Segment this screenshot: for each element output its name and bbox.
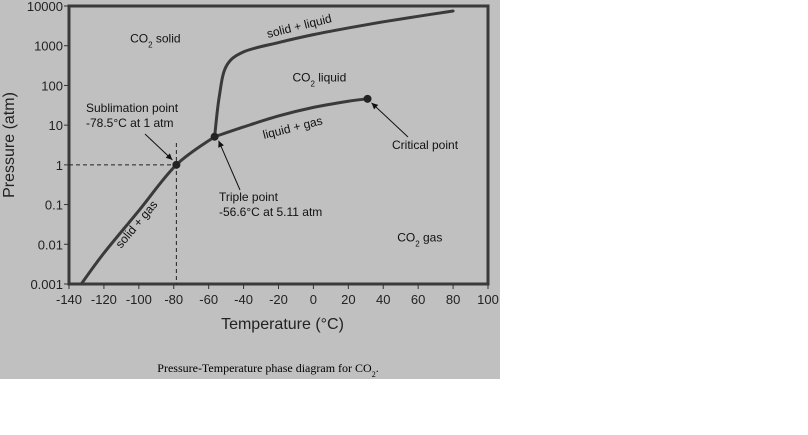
- sublimation-point-value: -78.5°C at 1 atm: [86, 116, 174, 130]
- sublimation-point-arrow-head: [165, 153, 173, 160]
- y-tick-label: 0.01: [38, 237, 63, 252]
- critical-point-marker: [363, 94, 372, 103]
- sublimation-point-label: Sublimation point: [86, 101, 179, 115]
- y-tick-label: 1000: [34, 39, 63, 54]
- region-label: CO2 gas: [397, 230, 442, 248]
- x-tick-label: 80: [446, 292, 460, 307]
- x-axis-label: Temperature (°C): [221, 316, 344, 333]
- curve-solid-gas: [79, 135, 217, 286]
- y-tick-label: 1: [56, 158, 63, 173]
- triple-point-value: -56.6°C at 5.11 atm: [219, 205, 322, 219]
- x-tick-label: -140: [56, 292, 82, 307]
- y-axis-label: Pressure (atm): [1, 92, 18, 198]
- x-tick-label: 100: [477, 292, 499, 307]
- x-tick-label: -40: [234, 292, 253, 307]
- y-tick-label: 10000: [27, 0, 63, 14]
- x-tick-label: -100: [126, 292, 152, 307]
- x-tick-label: 0: [310, 292, 317, 307]
- x-tick-label: -80: [164, 292, 183, 307]
- x-tick-label: -60: [199, 292, 218, 307]
- triple-point-label: Triple point: [219, 190, 279, 204]
- sublimation-point-marker: [172, 160, 181, 169]
- curve-label-solid-gas: solid + gas: [113, 198, 161, 251]
- curve-liquid-gas: [213, 97, 370, 139]
- x-tick-label: 40: [376, 292, 390, 307]
- triple-point-arrow-head: [218, 140, 224, 148]
- figure-caption: Pressure-Temperature phase diagram for C…: [157, 361, 378, 379]
- y-tick-label: 10: [49, 118, 63, 133]
- y-tick-label: 0.001: [30, 277, 63, 292]
- x-tick-label: 20: [341, 292, 355, 307]
- x-tick-label: -120: [91, 292, 117, 307]
- x-tick-label: -20: [269, 292, 288, 307]
- critical-point-arrow: [371, 102, 409, 138]
- triple-point-arrow: [218, 140, 241, 191]
- curve-solid-liquid: [213, 9, 455, 139]
- critical-point-label: Critical point: [392, 138, 459, 152]
- region-label: CO2 liquid: [292, 70, 346, 88]
- critical-point-arrow-head: [371, 102, 379, 110]
- chart-panel: [0, 0, 500, 379]
- y-tick-label: 100: [41, 78, 63, 93]
- region-label: CO2 solid: [130, 32, 180, 50]
- triple-point-marker: [210, 132, 219, 141]
- x-tick-label: 60: [411, 292, 425, 307]
- y-tick-label: 0.1: [45, 198, 63, 213]
